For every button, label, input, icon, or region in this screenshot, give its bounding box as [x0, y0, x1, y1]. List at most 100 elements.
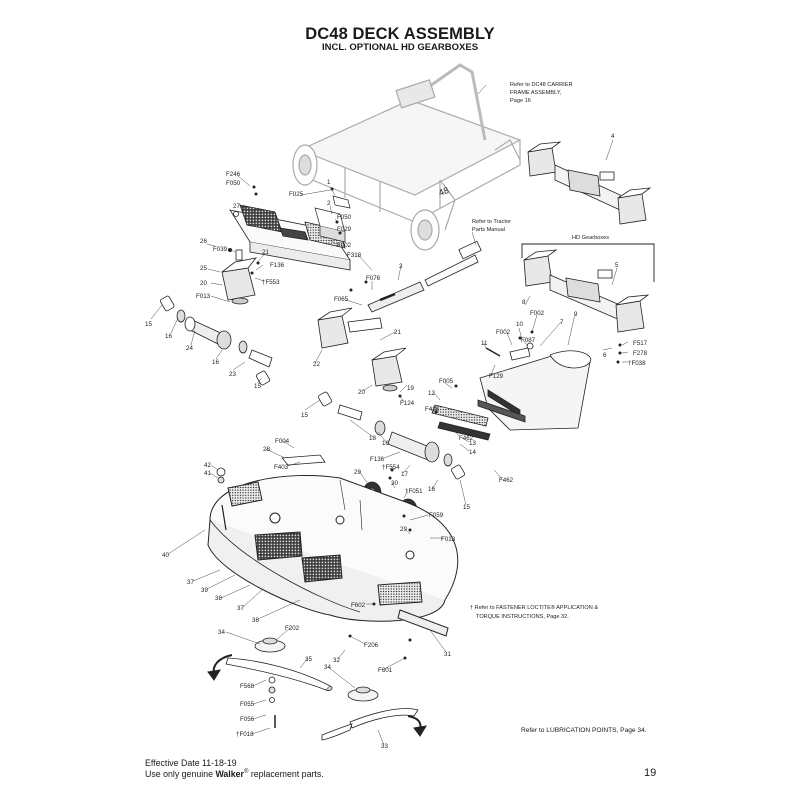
- callout: 36: [252, 617, 259, 624]
- page-title: DC48 DECK ASSEMBLY: [305, 25, 495, 43]
- callout: F246: [226, 171, 241, 178]
- callout: 16: [212, 359, 219, 366]
- genuine-parts-note: Use only genuine Walker® replacement par…: [145, 769, 324, 779]
- callout: 25: [200, 265, 207, 272]
- callout: 29: [400, 526, 407, 533]
- left-spindle-parts: [160, 295, 273, 386]
- tractor-ref-line2: Parts Manual: [472, 227, 505, 233]
- callout-leader-lines: [150, 84, 629, 746]
- callout: †F554: [382, 464, 400, 471]
- callout: F025: [289, 191, 304, 198]
- callout: 34: [218, 629, 225, 636]
- hd-gearboxes-label: HD Gearboxes: [572, 235, 609, 241]
- callout: F403: [274, 464, 289, 471]
- callout: F002: [337, 242, 352, 249]
- callout: F056: [240, 716, 255, 723]
- callout: 17: [401, 471, 408, 478]
- callout: F426: [425, 406, 440, 413]
- callout: 2: [327, 200, 331, 207]
- registered-mark: ®: [243, 769, 249, 776]
- callout: 16: [428, 486, 435, 493]
- callout-labels: F246 F050 F025 1 2 27 F050 F029 F002 26 …: [145, 133, 648, 750]
- callout: F517: [633, 340, 648, 347]
- deck-shield-plate: [229, 204, 351, 271]
- callout: 21: [394, 329, 401, 336]
- callout: F013: [441, 536, 456, 543]
- callout: 30: [391, 480, 398, 487]
- callout: F039: [213, 246, 228, 253]
- callout: †F018: [236, 731, 254, 738]
- callout: 28: [263, 446, 270, 453]
- callout: 15: [145, 321, 152, 328]
- callout: 23: [229, 371, 236, 378]
- callout: F136: [370, 456, 385, 463]
- callout: 32: [333, 657, 340, 664]
- callout: 11: [481, 340, 488, 347]
- svg-text:48: 48: [437, 185, 450, 198]
- carrier-frame-ref-line2: FRAME ASSEMBLY,: [510, 90, 562, 96]
- lubrication-note: Refer to LUBRICATION POINTS, Page 34.: [521, 727, 647, 734]
- callout: F076: [366, 275, 381, 282]
- callout: F206: [364, 642, 379, 649]
- callout: F005: [439, 378, 454, 385]
- callout: 22: [313, 361, 320, 368]
- callout: 12: [428, 390, 435, 397]
- hd-gearbox-assembly-top: [527, 141, 652, 225]
- callout: 15: [254, 383, 261, 390]
- rotation-arrows: [207, 654, 427, 737]
- callout: 7: [560, 319, 564, 326]
- page-number: 19: [644, 767, 657, 779]
- carrier-frame-illustration: 48: [292, 63, 522, 251]
- fastener-note-line1: † Refer to FASTENER LOCTITE® APPLICATION…: [470, 604, 598, 611]
- callout: 10: [516, 321, 523, 328]
- callout: 38: [215, 595, 222, 602]
- bracket-28: [281, 454, 326, 466]
- brand-name: Walker: [215, 769, 244, 779]
- callout: F087: [521, 337, 536, 344]
- callout: 26: [200, 238, 207, 245]
- tractor-ref-line1: Refer to Tractor: [472, 219, 511, 225]
- callout: 35: [305, 656, 312, 663]
- callout: 31: [444, 651, 451, 658]
- callout: 33: [381, 743, 388, 750]
- hardware-markers: [228, 185, 622, 660]
- left-gearbox: [221, 249, 257, 305]
- callout: F004: [275, 438, 290, 445]
- callout: 15: [463, 504, 470, 511]
- callout: 41: [204, 470, 211, 477]
- callout: F013: [196, 293, 211, 300]
- callout: 20: [200, 280, 207, 287]
- hd-gearbox-assembly-main: [523, 249, 650, 333]
- callout: F065: [334, 296, 349, 303]
- belt-guide-plates: [431, 404, 491, 441]
- callout: F029: [337, 226, 352, 233]
- lever-parts: [485, 342, 534, 361]
- callout: F002: [496, 329, 511, 336]
- callout: F002: [530, 310, 545, 317]
- callout: 39: [201, 587, 208, 594]
- center-gearbox-and-driveshaft: [317, 240, 482, 349]
- callout: 15: [301, 412, 308, 419]
- page-subtitle: INCL. OPTIONAL HD GEARBOXES: [321, 42, 479, 53]
- callout: 37: [237, 605, 244, 612]
- callout: 29: [354, 469, 361, 476]
- center-right-gearbox: [318, 347, 465, 480]
- callout: F059: [429, 512, 444, 519]
- callout: 3: [399, 263, 403, 270]
- callout: F129: [489, 373, 504, 380]
- callout: 1: [327, 179, 331, 186]
- callout: 9: [574, 311, 578, 318]
- callout: 6: [603, 352, 607, 359]
- callout: †F553: [262, 279, 280, 286]
- callout: †F038: [628, 360, 646, 367]
- callout: F278: [633, 350, 648, 357]
- genuine-parts-suffix: replacement parts.: [248, 769, 324, 779]
- callout: F602: [351, 602, 366, 609]
- fastener-note-line2: TORQUE INSTRUCTIONS, Page 32.: [476, 614, 569, 620]
- callout: 20: [358, 389, 365, 396]
- callout: F462: [499, 477, 514, 484]
- callout: 8: [522, 299, 526, 306]
- callout: †F051: [405, 488, 423, 495]
- hd-gearboxes-bracket: [521, 243, 655, 282]
